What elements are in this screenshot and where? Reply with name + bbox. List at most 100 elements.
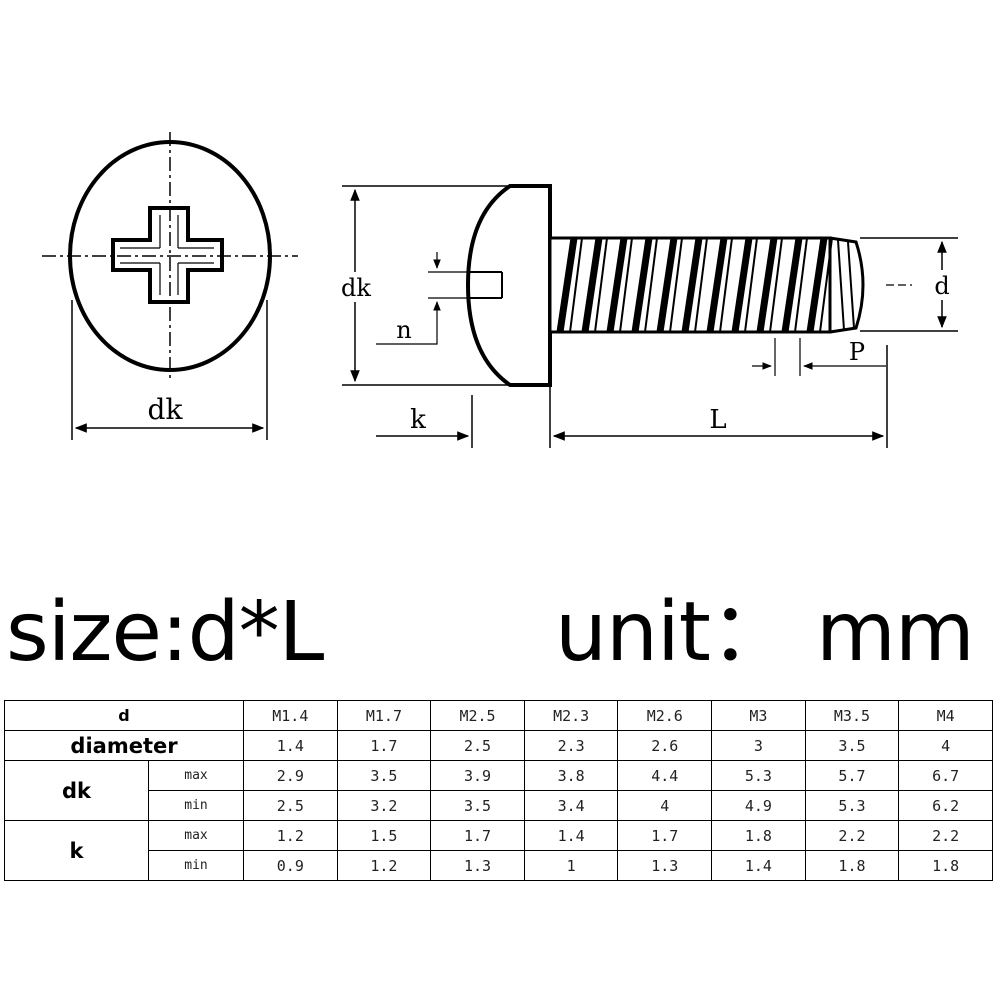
- row-dk-min-value: 4.9: [711, 790, 806, 821]
- side-dk-label: dk: [341, 274, 371, 302]
- row-d-value: M3: [711, 700, 806, 731]
- row-k-min-value: 0.9: [243, 850, 338, 881]
- thread-line: [669, 237, 683, 333]
- row-dk-min-value: 3.2: [336, 790, 432, 821]
- row-dk-max-value: 3.9: [430, 760, 525, 791]
- row-k-min-value: 1.8: [898, 850, 993, 881]
- row-dk-min-value: 5.3: [804, 790, 900, 821]
- L-label: L: [709, 405, 726, 435]
- row-d-value: M2.5: [430, 700, 525, 731]
- row-dk-min-value: 3.4: [523, 790, 619, 821]
- row-k-max-value: 2.2: [898, 820, 993, 851]
- row-k-min-value: 1.4: [711, 850, 806, 881]
- thread-line: [644, 237, 658, 333]
- row-d-value: M1.4: [243, 700, 338, 731]
- row-diameter-value: 1.4: [243, 730, 338, 761]
- row-diameter-value: 2.3: [523, 730, 619, 761]
- row-d-label: d: [3, 700, 245, 731]
- unit-heading: unit： mm: [555, 585, 975, 680]
- thread-line: [806, 237, 828, 333]
- thread-line: [756, 237, 778, 333]
- head-top-view: dk: [42, 132, 298, 440]
- row-k-label: k: [4, 820, 149, 881]
- size-heading: size:d*L: [6, 585, 324, 680]
- thread-line: [656, 237, 678, 333]
- row-dk-min-label: min: [147, 790, 245, 821]
- thread-line: [581, 237, 603, 333]
- row-diameter-value: 4: [898, 730, 993, 761]
- thread-line: [794, 237, 808, 333]
- row-dk-max-label: max: [147, 760, 245, 791]
- thread-line: [744, 237, 758, 333]
- row-dk-min-value: 6.2: [898, 790, 993, 821]
- thread-line: [694, 237, 708, 333]
- pitch-label: P: [849, 338, 865, 366]
- row-k-max-value: 1.7: [617, 820, 713, 851]
- row-dk-max-value: 3.5: [336, 760, 432, 791]
- row-dk-min-value: 4: [617, 790, 713, 821]
- thread-line: [781, 237, 803, 333]
- row-k-min-label: min: [147, 850, 245, 881]
- thread-line: [556, 237, 578, 333]
- head-dk-label: dk: [148, 393, 184, 426]
- row-k-min-value: 1.8: [804, 850, 900, 881]
- thread-line: [619, 237, 633, 333]
- row-dk-max-value: 3.8: [523, 760, 619, 791]
- row-diameter-value: 3.5: [804, 730, 900, 761]
- row-k-max-value: 1.8: [711, 820, 806, 851]
- k-label: k: [410, 405, 426, 435]
- row-dk-max-value: 6.7: [898, 760, 993, 791]
- row-dk-label: dk: [4, 760, 149, 821]
- row-diameter-value: 2.5: [430, 730, 525, 761]
- row-dk-max-value: 5.3: [711, 760, 806, 791]
- row-k-min-value: 1.3: [430, 850, 525, 881]
- thread-line: [594, 237, 608, 333]
- row-dk-min-value: 2.5: [243, 790, 338, 821]
- row-diameter-label: diameter: [3, 730, 245, 761]
- n-label: n: [396, 316, 411, 344]
- thread-line: [569, 237, 583, 333]
- row-diameter-value: 2.6: [617, 730, 713, 761]
- row-diameter-value: 3: [711, 730, 806, 761]
- screw-dimension-drawing: dk dk n d: [42, 132, 958, 448]
- row-d-value: M2.6: [617, 700, 713, 731]
- row-d-value: M4: [898, 700, 993, 731]
- screw-head: [465, 184, 552, 387]
- thread-line: [731, 237, 753, 333]
- row-diameter-value: 1.7: [336, 730, 432, 761]
- row-k-max-label: max: [147, 820, 245, 851]
- row-k-max-value: 1.7: [430, 820, 525, 851]
- row-k-min-value: 1.2: [336, 850, 432, 881]
- row-k-max-value: 2.2: [804, 820, 900, 851]
- row-d-value: M1.7: [336, 700, 432, 731]
- thread-line: [819, 237, 833, 333]
- row-d-value: M3.5: [804, 700, 900, 731]
- row-dk-max-value: 4.4: [617, 760, 713, 791]
- thread-lines: [556, 237, 833, 333]
- row-dk-min-value: 3.5: [430, 790, 525, 821]
- row-k-min-value: 1: [523, 850, 619, 881]
- thread-line: [631, 237, 653, 333]
- row-k-max-value: 1.4: [523, 820, 619, 851]
- thread-line: [719, 237, 733, 333]
- row-k-max-value: 1.5: [336, 820, 432, 851]
- thread-line: [606, 237, 628, 333]
- row-d-value: M2.3: [523, 700, 619, 731]
- row-dk-max-value: 5.7: [804, 760, 900, 791]
- screw-side-view: dk n d P: [334, 184, 958, 448]
- screw-tip: [829, 236, 865, 334]
- row-dk-max-value: 2.9: [243, 760, 338, 791]
- d-label: d: [934, 272, 949, 300]
- thread-line: [706, 237, 728, 333]
- thread-line: [681, 237, 703, 333]
- row-k-max-value: 1.2: [243, 820, 338, 851]
- phillips-cross-icon: [111, 206, 224, 304]
- row-k-min-value: 1.3: [617, 850, 713, 881]
